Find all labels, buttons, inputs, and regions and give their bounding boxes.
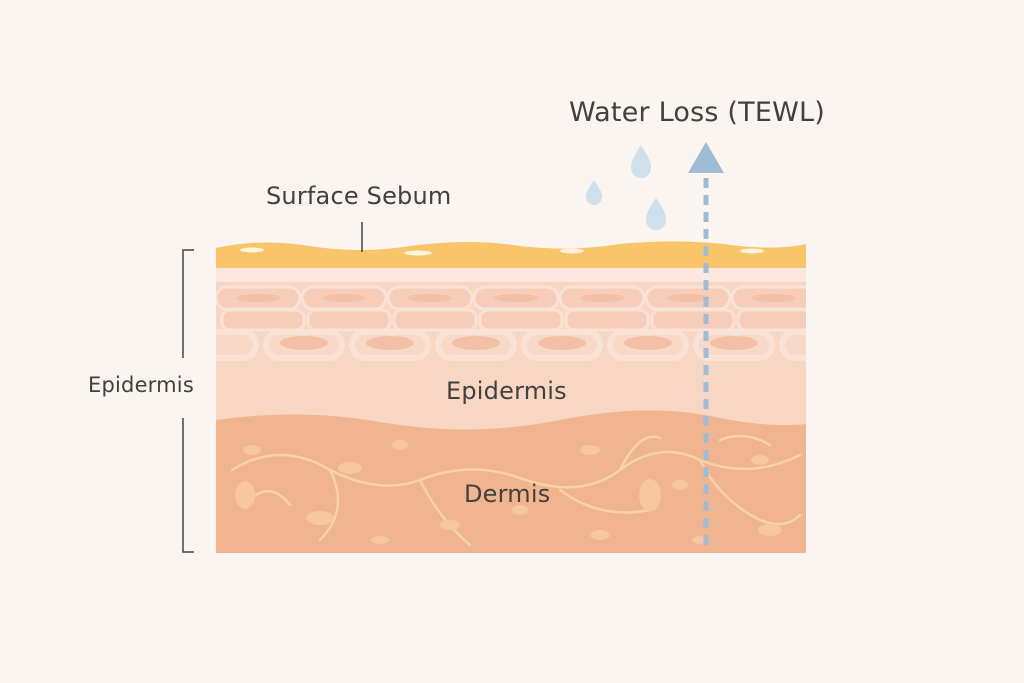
dermis-cells	[235, 440, 782, 544]
dermis-fibers	[230, 434, 802, 547]
stratum-corneum-strip	[216, 266, 806, 282]
dermis-layer-label: Dermis	[464, 480, 551, 508]
water-drop-icon	[585, 180, 603, 205]
tewl-arrow	[688, 142, 724, 545]
water-drop-icons	[585, 145, 667, 230]
epidermis-layer-label: Epidermis	[446, 377, 567, 405]
sebum-layer	[216, 241, 806, 268]
cell-row-1	[216, 285, 806, 311]
epidermis-bracket	[182, 249, 194, 553]
arrow-up-icon	[688, 142, 724, 173]
water-drop-icon	[630, 145, 652, 178]
dermis-layer	[216, 410, 806, 553]
epidermis-bracket-label: Epidermis	[88, 373, 194, 397]
water-loss-label: Water Loss (TEWL)	[569, 97, 825, 128]
sebum-highlights	[240, 247, 764, 256]
water-drop-icon	[645, 198, 667, 230]
surface-sebum-label: Surface Sebum	[266, 182, 452, 210]
cell-row-2	[220, 308, 806, 332]
